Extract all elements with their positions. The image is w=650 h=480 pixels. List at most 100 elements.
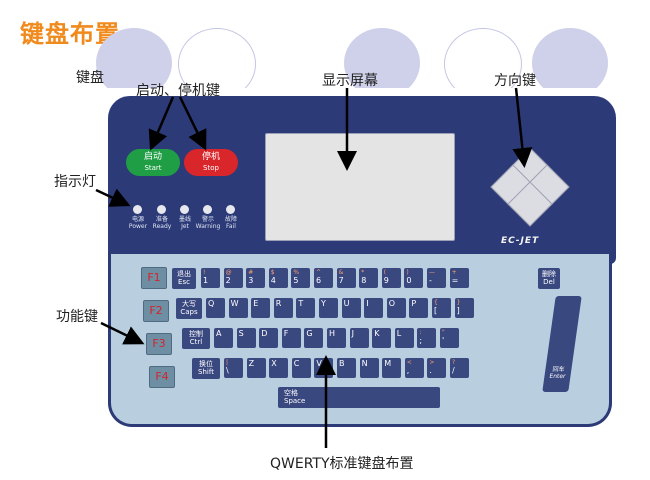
key-row4-3[interactable]: C xyxy=(291,358,311,378)
key-row1-2[interactable]: #3 xyxy=(246,268,266,288)
key-row4-8[interactable]: <, xyxy=(404,358,424,378)
key-row4-6[interactable]: N xyxy=(359,358,379,378)
key-row4-9[interactable]: >. xyxy=(427,358,447,378)
led-en: Jet xyxy=(181,223,189,230)
led-en: Warning xyxy=(195,223,221,230)
key-row3-9[interactable]: :; xyxy=(417,328,437,348)
key-row1-5[interactable]: ^6 xyxy=(314,268,333,288)
key-shift-label: ( xyxy=(383,269,387,276)
key-shift-label: } xyxy=(456,299,461,306)
key-label: G xyxy=(306,329,313,338)
key-row3-3[interactable]: F xyxy=(281,328,301,348)
led-cn: 墨线 xyxy=(178,216,191,223)
key-shift-label: % xyxy=(293,269,300,276)
key-row2-9[interactable]: P xyxy=(409,298,429,318)
key-shift-label: ! xyxy=(203,269,206,276)
led-en: Ready xyxy=(152,223,172,230)
key-label: , xyxy=(406,366,410,375)
shift-en: Shift xyxy=(198,368,214,376)
key-label: 5 xyxy=(293,276,299,285)
key-row1-1[interactable]: @2 xyxy=(223,268,243,288)
key-label: 8 xyxy=(361,276,367,285)
key-label: L xyxy=(396,329,402,338)
key-row4-10[interactable]: ?/ xyxy=(450,358,469,378)
key-row2-11[interactable]: }] xyxy=(454,298,474,318)
key-row3-5[interactable]: H xyxy=(327,328,346,348)
key-label: D xyxy=(261,329,268,338)
key-label: C xyxy=(293,359,300,368)
key-row2-3[interactable]: R xyxy=(273,298,293,318)
key-row2-6[interactable]: U xyxy=(341,298,361,318)
key-label: 6 xyxy=(316,276,322,285)
key-label: Y xyxy=(321,299,326,308)
start-button[interactable]: 启动 Start xyxy=(126,149,180,176)
key-row2-10[interactable]: {[ xyxy=(432,298,451,318)
led-cn: 电源 xyxy=(131,216,144,223)
f3-key[interactable]: F3 xyxy=(146,333,172,355)
start-label-cn: 启动 xyxy=(143,152,162,162)
key-row1-9[interactable]: )0 xyxy=(404,268,424,288)
f1-key[interactable]: F1 xyxy=(141,267,167,289)
key-row3-10[interactable]: "' xyxy=(440,328,459,348)
key-shift-label: — xyxy=(429,269,435,276)
key-row3-4[interactable]: G xyxy=(304,328,324,348)
key-label: 2 xyxy=(225,276,231,285)
key-row1-4[interactable]: %5 xyxy=(291,268,311,288)
key-label: ; xyxy=(419,336,423,345)
key-row2-1[interactable]: W xyxy=(228,298,248,318)
led-cn: 故障 xyxy=(224,216,237,223)
key-row2-0[interactable]: Q xyxy=(206,298,225,318)
key-row1-0[interactable]: !1 xyxy=(201,268,220,288)
decor-circle xyxy=(96,28,172,98)
key-row2-4[interactable]: T xyxy=(296,298,316,318)
key-row3-1[interactable]: S xyxy=(236,328,256,348)
key-row4-1[interactable]: Z xyxy=(246,358,266,378)
key-row4-2[interactable]: X xyxy=(269,358,289,378)
f2-key[interactable]: F2 xyxy=(143,300,169,322)
arrow-start-annotation xyxy=(148,96,175,151)
key-row4-5[interactable]: B xyxy=(337,358,356,378)
key-row3-6[interactable]: J xyxy=(349,328,369,348)
esc-en: Esc xyxy=(178,278,190,286)
key-row2-5[interactable]: Y xyxy=(319,298,338,318)
key-row1-11[interactable]: += xyxy=(449,268,469,288)
del-en: Del xyxy=(543,278,555,286)
key-row1-7[interactable]: *8 xyxy=(359,268,379,288)
key-row1-3[interactable]: $4 xyxy=(268,268,288,288)
key-row4-0[interactable]: |\ xyxy=(224,358,243,378)
key-row2-2[interactable]: E xyxy=(251,298,271,318)
key-row3-8[interactable]: L xyxy=(394,328,414,348)
key-shift-label: # xyxy=(248,269,254,276)
led-cn: 准备 xyxy=(155,216,168,223)
key-row1-10[interactable]: —- xyxy=(427,268,446,288)
key-row3-2[interactable]: D xyxy=(259,328,279,348)
arrow-function-annotation xyxy=(100,321,145,345)
key-row2-8[interactable]: O xyxy=(386,298,406,318)
led-warning xyxy=(203,205,212,214)
key-row3-0[interactable]: A xyxy=(214,328,233,348)
key-label: P xyxy=(411,299,417,308)
key-row3-7[interactable]: K xyxy=(372,328,392,348)
f4-key[interactable]: F4 xyxy=(149,366,175,388)
key-row2-7[interactable]: I xyxy=(364,298,384,318)
key-shift-label: $ xyxy=(270,269,275,276)
key-row1-6[interactable]: &7 xyxy=(336,268,356,288)
key-row1-8[interactable]: (9 xyxy=(381,268,401,288)
key-label: Z xyxy=(248,359,255,368)
key-shift-label: " xyxy=(442,329,445,336)
key-row4-7[interactable]: M xyxy=(382,358,402,378)
key-label: 0 xyxy=(406,276,412,285)
stop-button[interactable]: 停机 Stop xyxy=(184,149,238,176)
key-label: B xyxy=(339,359,345,368)
decor-circle xyxy=(532,28,608,98)
